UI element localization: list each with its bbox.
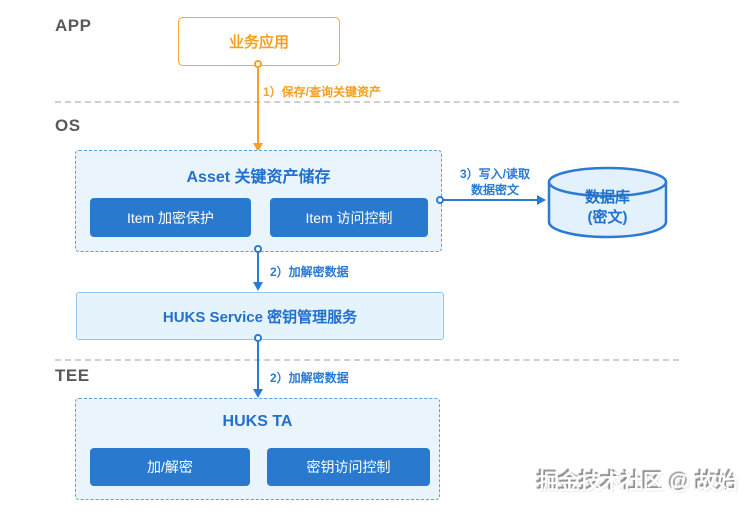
node-database-label-line2: (密文) [587, 209, 628, 226]
node-item-encrypt-protect-label: Item 加密保护 [126, 209, 215, 226]
panel-asset-store-title: Asset 关键资产储存 [186, 169, 331, 186]
layer-label-os: OS [55, 116, 81, 135]
node-huks-service: HUKS Service 密钥管理服务 [76, 292, 444, 340]
edge-app-to-asset-arrowhead-icon [253, 143, 263, 152]
node-encrypt-decrypt: 加/解密 [90, 448, 250, 486]
node-encrypt-decrypt-label: 加/解密 [147, 459, 193, 475]
edge-asset-to-huks-label: 2）加解密数据 [270, 265, 349, 279]
edge-asset-to-db-arrowhead-icon [537, 195, 546, 205]
edge-asset-to-huks-line [257, 251, 259, 283]
watermark: 掘金技术社区 @ 故始 [537, 471, 738, 494]
node-key-access-control: 密钥访问控制 [267, 448, 430, 486]
node-business-app-label: 业务应用 [228, 34, 289, 51]
edge-huks-to-ta-arrowhead-icon [253, 389, 263, 398]
edge-huks-to-ta-label: 2）加解密数据 [270, 371, 349, 385]
node-database-label-line1: 数据库 [584, 189, 630, 206]
edge-app-to-asset-label: 1）保存/查询关键资产 [263, 85, 382, 99]
layer-label-tee: TEE [55, 366, 90, 385]
node-item-access-control: Item 访问控制 [270, 198, 428, 237]
layer-label-app: APP [55, 16, 92, 35]
separator-os-tee [55, 359, 679, 361]
node-business-app: 业务应用 [178, 17, 340, 66]
edge-asset-to-db-label-line1: 3）写入/读取 [459, 167, 530, 181]
edge-asset-to-huks-arrowhead-icon [253, 282, 263, 291]
node-item-access-control-label: Item 访问控制 [305, 209, 393, 226]
node-huks-service-label: HUKS Service 密钥管理服务 [162, 308, 358, 326]
node-item-encrypt-protect: Item 加密保护 [90, 198, 251, 237]
edge-huks-to-ta-line [257, 340, 259, 390]
node-database-label: 数据库 (密文) [547, 188, 668, 228]
edge-app-to-asset-line [257, 66, 259, 146]
panel-huks-ta-title: HUKS TA [222, 413, 293, 430]
node-key-access-control-label: 密钥访问控制 [306, 459, 391, 475]
database-cylinder-icon [547, 166, 668, 239]
separator-app-os [55, 101, 679, 103]
edge-asset-to-db-line [443, 199, 538, 201]
node-database: 数据库 (密文) [547, 164, 668, 242]
edge-asset-to-db-label-line2: 数据密文 [470, 183, 519, 197]
edge-asset-to-db-label: 3）写入/读取 数据密文 [445, 166, 545, 198]
